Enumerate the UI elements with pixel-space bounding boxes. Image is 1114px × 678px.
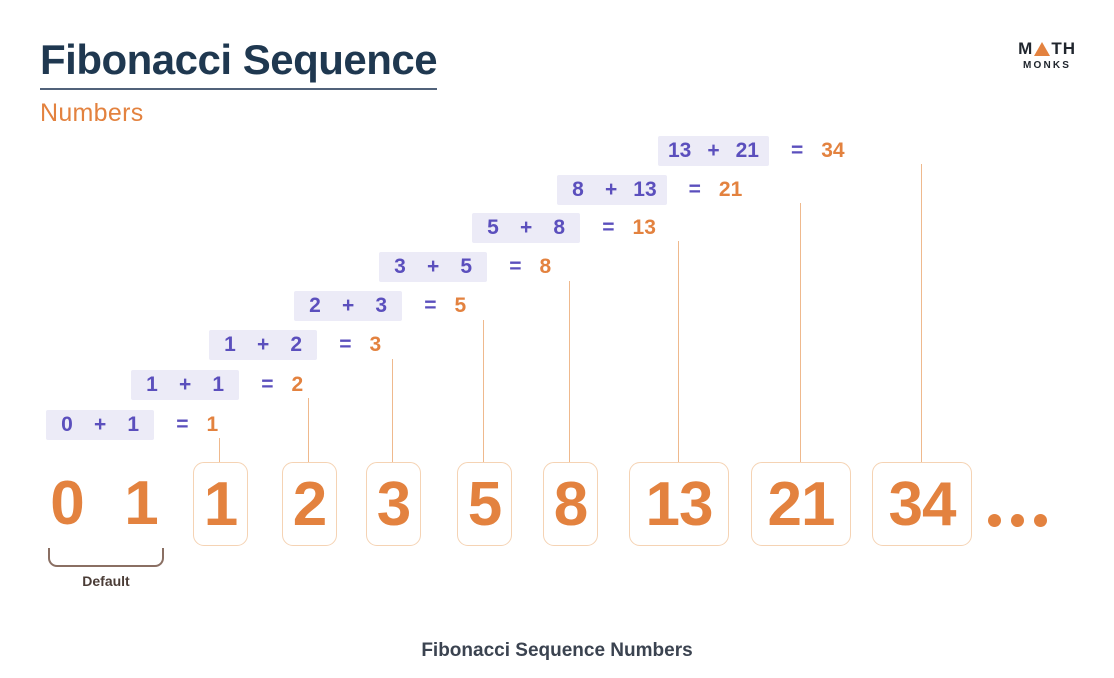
equation-row: 3 +5 = 8 (379, 252, 551, 282)
default-group: Default (48, 548, 164, 589)
title-block: Fibonacci Sequence Numbers (40, 36, 438, 130)
connector-line (219, 438, 220, 466)
equation-operand-b: 2 (290, 333, 303, 356)
triangle-icon (1034, 41, 1051, 56)
equation-row: 8 +13 = 21 (557, 175, 742, 205)
equation-operands: 1 +2 (209, 330, 318, 360)
mathmonks-logo: M TH MONKS (1018, 40, 1076, 71)
ellipsis-dot (988, 514, 1001, 527)
ellipsis-dot (1034, 514, 1047, 527)
fibonacci-number: 1 (124, 468, 158, 538)
connector-line (392, 359, 393, 466)
plus-icon: + (342, 294, 355, 317)
logo-wordmark: M TH (1018, 40, 1076, 57)
equation-operand-a: 5 (487, 216, 499, 239)
fibonacci-number: 13 (629, 462, 729, 546)
page-subtitle: Numbers (40, 99, 144, 127)
equation-operand-a: 1 (146, 373, 158, 396)
equation-operand-a: 3 (394, 255, 406, 278)
plus-icon: + (427, 255, 440, 278)
equation-operand-a: 2 (309, 294, 321, 317)
plus-icon: + (520, 216, 533, 239)
connector-line (800, 203, 801, 466)
equation-operand-b: 5 (460, 255, 473, 278)
figure-caption: Fibonacci Sequence Numbers (421, 640, 693, 661)
plus-icon: + (94, 413, 107, 436)
equals-icon: = (424, 294, 437, 317)
plus-icon: + (605, 178, 618, 201)
equation-result: 34 (821, 139, 845, 162)
equation-operands: 2 +3 (294, 291, 403, 321)
equation-operands: 13 +21 (658, 136, 769, 166)
equation-result: 5 (454, 294, 467, 317)
equation-operand-b: 3 (375, 294, 388, 317)
ellipsis-dot (1011, 514, 1024, 527)
logo-letters-th: TH (1051, 39, 1076, 58)
equals-icon: = (339, 333, 352, 356)
equation-operands: 3 +5 (379, 252, 488, 282)
equals-icon: = (509, 255, 522, 278)
connector-line (678, 241, 679, 466)
fibonacci-number: 5 (457, 462, 512, 546)
connector-line (308, 398, 309, 466)
fibonacci-number: 1 (193, 462, 248, 546)
logo-subtext: MONKS (1022, 60, 1072, 71)
plus-icon: + (179, 373, 192, 396)
equation-result: 13 (632, 216, 656, 239)
equation-operand-a: 1 (224, 333, 236, 356)
equals-icon: = (261, 373, 274, 396)
ellipsis (988, 514, 1047, 527)
equation-result: 8 (539, 255, 552, 278)
bracket-icon (48, 548, 164, 567)
fibonacci-number: 8 (543, 462, 598, 546)
equation-operand-a: 13 (668, 139, 692, 162)
connector-line (921, 164, 922, 466)
equation-operand-b: 1 (127, 413, 140, 436)
connector-line (569, 281, 570, 466)
equals-icon: = (790, 139, 804, 162)
fibonacci-number: 2 (282, 462, 337, 546)
equation-operand-b: 21 (735, 139, 759, 162)
fibonacci-number: 34 (872, 462, 972, 546)
equation-operands: 5 +8 (472, 213, 581, 243)
equation-operand-b: 8 (553, 216, 566, 239)
equation-row: 5 +8 = 13 (472, 213, 656, 243)
equation-result: 2 (291, 373, 304, 396)
equals-icon: = (602, 216, 615, 239)
equation-operands: 0 +1 (46, 410, 155, 440)
equation-result: 1 (206, 413, 219, 436)
equation-row: 1 +2 = 3 (209, 330, 381, 360)
equation-row: 0 +1 = 1 (46, 410, 218, 440)
equals-icon: = (688, 178, 701, 201)
fibonacci-number: 0 (50, 468, 84, 538)
default-label: Default (82, 573, 130, 589)
equation-result: 21 (718, 178, 743, 201)
logo-letter-m: M (1018, 39, 1034, 58)
equation-operands: 8 +13 (557, 175, 667, 205)
equation-operand-a: 0 (61, 413, 73, 436)
equation-row: 1 +1 = 2 (131, 370, 303, 400)
plus-icon: + (707, 139, 720, 162)
equation-operands: 1 +1 (131, 370, 240, 400)
fibonacci-number: 3 (366, 462, 421, 546)
equation-result: 3 (369, 333, 382, 356)
equation-row: 2 +3 = 5 (294, 291, 466, 321)
connector-line (483, 320, 484, 466)
equals-icon: = (176, 413, 189, 436)
fibonacci-number: 21 (751, 462, 851, 546)
equation-operand-b: 13 (633, 178, 657, 201)
equation-operand-a: 8 (572, 178, 584, 201)
equation-row: 13 +21 = 34 (658, 136, 845, 166)
equation-operand-b: 1 (212, 373, 225, 396)
page-title: Fibonacci Sequence (40, 36, 438, 90)
plus-icon: + (257, 333, 270, 356)
